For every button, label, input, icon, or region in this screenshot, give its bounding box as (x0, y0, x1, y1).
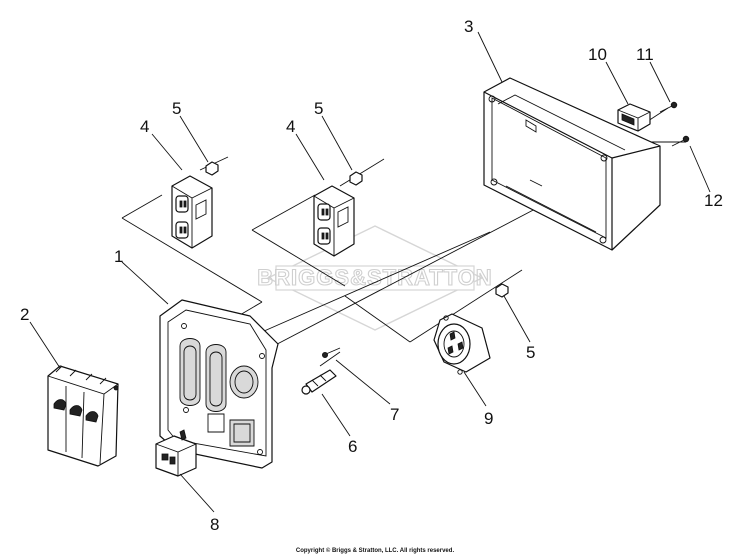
watermark-text: BRIGGS&STRATTON (257, 265, 492, 290)
part-7-screw (321, 347, 341, 358)
part-8-switch (155, 429, 197, 477)
part-10-connector (617, 103, 651, 132)
callout-3: 3 (464, 17, 473, 36)
callout-7: 7 (390, 405, 399, 424)
part-5-nut-middle (349, 171, 363, 186)
part-3-enclosure (483, 77, 661, 251)
watermark: BRIGGS&STRATTON (257, 225, 492, 331)
part-2-outlet-cover (47, 365, 119, 467)
assembly-lines (121, 107, 686, 367)
callout-12: 12 (704, 191, 723, 210)
part-6-fuse-holder (301, 369, 337, 395)
callout-11: 11 (636, 45, 654, 64)
callouts: 1 2 3 4 5 4 5 5 6 7 8 9 10 11 12 (20, 17, 723, 534)
callout-4-middle: 4 (286, 117, 295, 136)
part-5-nut-left (205, 161, 219, 176)
part-4-duplex-outlet-right (313, 185, 355, 257)
copyright-notice: Copyright © Briggs & Stratton, LLC. All … (296, 547, 455, 554)
callout-1: 1 (114, 247, 123, 266)
callout-4-left: 4 (140, 117, 149, 136)
part-9-receptacle (433, 313, 491, 375)
part-12-screw (671, 135, 690, 147)
callout-5-left: 5 (172, 99, 181, 118)
part-5-nut-right (495, 283, 509, 298)
callout-6: 6 (348, 437, 357, 456)
callout-8: 8 (210, 515, 219, 534)
callout-2: 2 (20, 305, 29, 324)
callout-5-middle: 5 (314, 99, 323, 118)
callout-9: 9 (484, 409, 493, 428)
part-4-duplex-outlet-left (171, 175, 213, 249)
callout-10: 10 (588, 45, 607, 64)
part-11-screw (659, 101, 678, 113)
callout-5-right: 5 (526, 343, 535, 362)
leader-lines (29, 31, 711, 513)
